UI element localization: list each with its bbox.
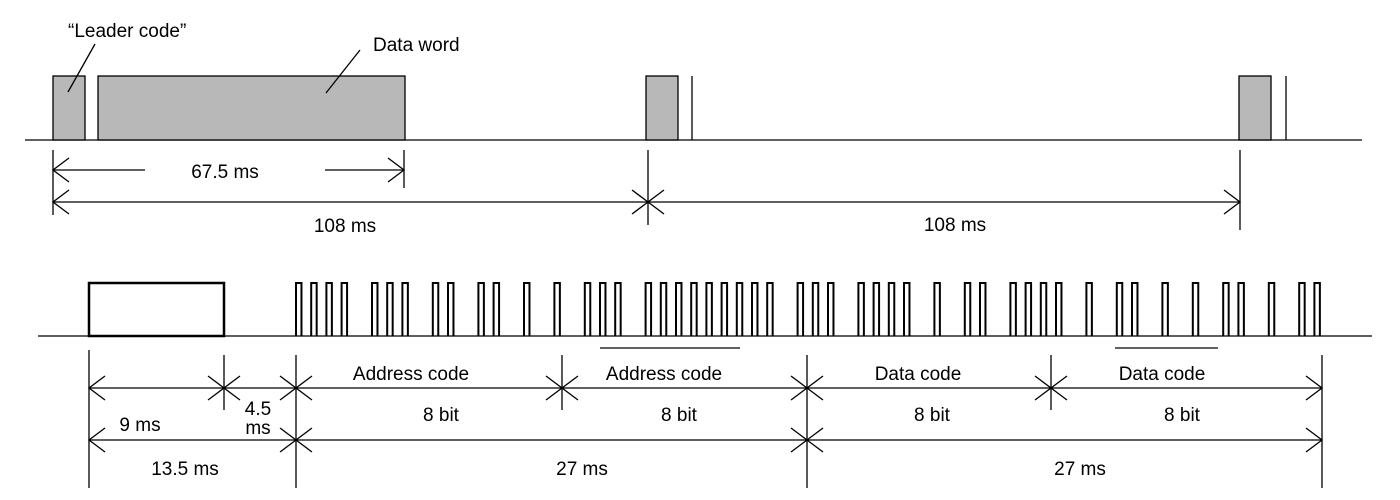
bit-pulse (492, 282, 501, 336)
bit-pulse (1237, 282, 1245, 336)
bit-pulse (675, 282, 683, 336)
bit-pulse (1039, 282, 1048, 336)
data-span-arrow-left (805, 427, 824, 453)
bit-pulse (1267, 282, 1276, 336)
period-1-arrow-left (51, 189, 70, 215)
leader-high-arrow-left (87, 375, 106, 401)
repeat-code-block-1 (645, 75, 679, 141)
period-2-arrow-left (646, 189, 665, 215)
bit-pulse (1131, 282, 1139, 336)
bit-pulse (386, 282, 394, 336)
bit-pulse (751, 282, 759, 336)
field-1-arrow-left (294, 375, 313, 401)
frame-span-arrow-left (51, 157, 70, 183)
bit-pulse (599, 282, 607, 336)
bit-pulse (310, 282, 318, 336)
bit-pulse (431, 282, 440, 336)
bit-pulse (705, 282, 713, 336)
bit-pulse (735, 282, 744, 336)
field-2-arrow-left (560, 375, 579, 401)
bit-pulse (1298, 282, 1306, 336)
leader-code-block (52, 75, 86, 141)
bit-pulse (295, 282, 303, 336)
bit-stream-pulses (295, 282, 1321, 336)
data-span-label: 27 ms (1054, 459, 1106, 480)
bit-pulse (720, 282, 729, 336)
data-span-arrow-right (1305, 427, 1324, 453)
bit-pulse (614, 282, 622, 336)
period-2-label: 108 ms (924, 215, 986, 236)
bit-pulse (811, 282, 820, 336)
bit-pulse (1009, 282, 1017, 336)
bit-pulse (1085, 282, 1093, 336)
bit-pulse (963, 282, 972, 336)
bit-pulse (447, 282, 455, 336)
bit-pulse (1191, 282, 1200, 336)
bit-pulse (644, 282, 653, 336)
bit-pulse (903, 282, 911, 336)
bit-pulse (1161, 282, 1169, 336)
data-word-callout-line (325, 49, 361, 94)
field-3-bits: 8 bit (914, 405, 951, 426)
bit-pulse (857, 282, 865, 336)
data-word-block (97, 75, 406, 141)
bit-pulse (887, 282, 896, 336)
bit-pulse (766, 282, 774, 336)
bit-pulse (796, 282, 805, 336)
bit-pulse (371, 282, 379, 336)
bit-pulse (477, 282, 485, 336)
bit-pulse (933, 282, 941, 336)
bit-pulse (659, 282, 668, 336)
field-3-name: Data code (875, 364, 962, 385)
field-4-bits: 8 bit (1164, 405, 1201, 426)
field-2-bits: 8 bit (661, 405, 698, 426)
leader-code-label: “Leader code” (68, 21, 186, 42)
period-1-label: 108 ms (314, 216, 376, 237)
bit-pulse (1115, 282, 1124, 336)
bit-pulse (979, 282, 987, 336)
leader-low-label-line1: 4.5 (245, 399, 271, 420)
bit-pulse (1055, 282, 1063, 336)
bit-pulse (1222, 282, 1230, 336)
field-2-name: Address code (606, 364, 722, 385)
address-span-arrow-left (294, 427, 313, 453)
bit-pulse (872, 282, 881, 336)
field-4-arrow-right (1305, 375, 1324, 401)
bit-pulse (583, 282, 592, 336)
bit-pulse (553, 282, 561, 336)
bit-pulse (690, 282, 698, 336)
field-3-arrow-left (805, 375, 824, 401)
leader-total-label: 13.5 ms (151, 459, 219, 480)
frame-span-label: 67.5 ms (191, 162, 259, 183)
bit-pulse (827, 282, 835, 336)
bit-pulse (340, 282, 349, 336)
leader-high-label: 9 ms (119, 415, 160, 436)
frame-span-arrow-right (387, 157, 406, 183)
leader-code-callout-line (67, 43, 96, 93)
period-2-arrow-right (1223, 189, 1242, 215)
bit-pulse (325, 282, 333, 336)
leader-total-arrow-left (87, 427, 106, 453)
address-span-label: 27 ms (556, 459, 608, 480)
leader-low-label-line2: ms (245, 418, 270, 439)
bit-pulse (1024, 282, 1033, 336)
repeat-code-block-2 (1238, 75, 1272, 141)
field-1-bits: 8 bit (423, 405, 460, 426)
field-1-name: Address code (353, 364, 469, 385)
bit-pulse (523, 282, 531, 336)
field-4-arrow-left (1049, 375, 1068, 401)
leader-low-arrow-left (222, 375, 241, 401)
field-4-name: Data code (1119, 364, 1206, 385)
leader-high-pulse (87, 281, 226, 338)
bit-pulse (1313, 282, 1321, 336)
bit-pulse (401, 282, 409, 336)
data-word-label: Data word (373, 35, 460, 56)
